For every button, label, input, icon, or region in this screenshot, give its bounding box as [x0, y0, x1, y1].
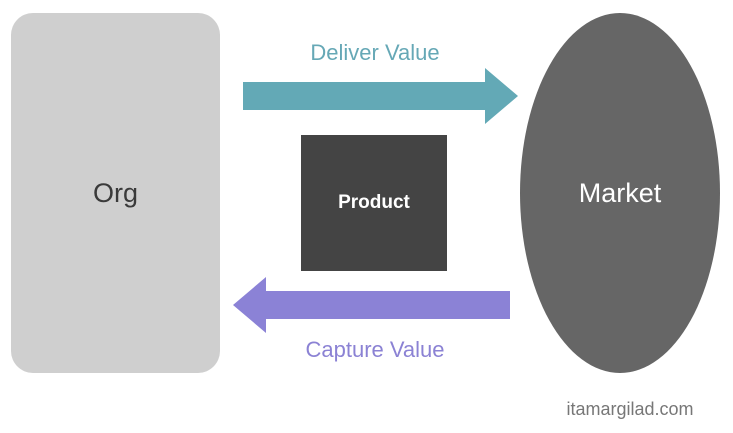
watermark: itamargilad.com	[566, 399, 694, 419]
market-node: Market	[520, 13, 720, 373]
deliver-value-arrow	[243, 68, 518, 124]
market-label: Market	[578, 177, 662, 208]
capture-value-arrow	[233, 277, 510, 333]
capture-value-label: Capture Value	[305, 337, 445, 362]
product-label: Product	[338, 192, 410, 213]
org-label: Org	[92, 177, 138, 208]
product-node: Product	[301, 135, 447, 271]
deliver-value-label: Deliver Value	[310, 40, 440, 65]
org-node: Org	[11, 13, 220, 373]
